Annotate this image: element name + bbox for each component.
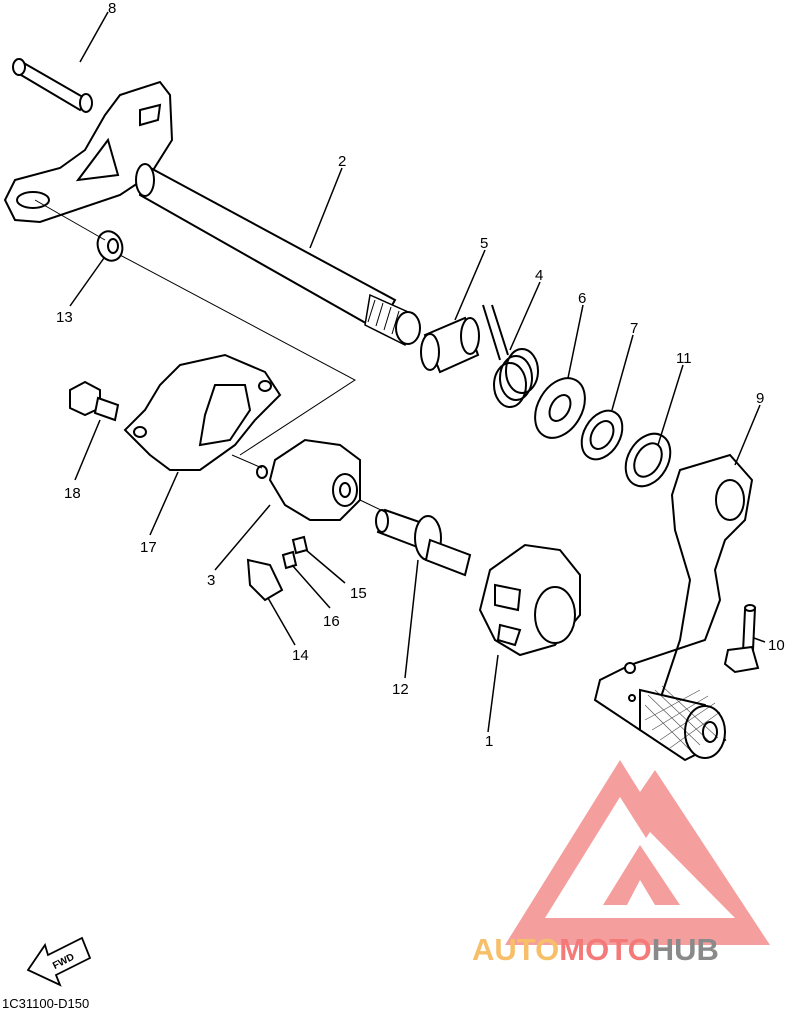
callout-9: 9 <box>756 390 764 407</box>
pedal-knurl <box>644 685 721 751</box>
watermark-auto: AUTO <box>472 932 559 967</box>
small-part-16 <box>281 550 298 570</box>
callout-14: 14 <box>292 647 309 664</box>
leader-lines <box>69 11 766 733</box>
washer-part-13 <box>96 230 124 262</box>
watermark-hub: HUB <box>652 932 719 967</box>
segment-part-3 <box>256 438 361 521</box>
watermark-moto: MOTO <box>559 932 651 967</box>
callout-2: 2 <box>338 153 346 170</box>
bolt-part-18 <box>69 380 120 422</box>
plate-part-17 <box>123 353 282 471</box>
alignment-lines <box>34 199 386 513</box>
bolt-part-12 <box>375 508 472 577</box>
callout-5: 5 <box>480 235 488 252</box>
callout-3: 3 <box>207 572 215 589</box>
bolt-part-10 <box>723 604 760 674</box>
callout-15: 15 <box>350 585 367 602</box>
watermark-logo <box>505 760 770 945</box>
callout-8: 8 <box>108 0 116 17</box>
callout-6: 6 <box>578 290 586 307</box>
washer-part-6 <box>534 377 586 439</box>
shift-pedal-part-9 <box>593 453 754 762</box>
callout-4: 4 <box>535 267 543 284</box>
collar-part-5 <box>420 316 480 374</box>
callout-10: 10 <box>768 637 785 654</box>
diagram-code: 1C31100-D150 <box>2 996 89 1011</box>
callout-16: 16 <box>323 613 340 630</box>
stopper-part-1 <box>478 543 581 657</box>
seal-part-7 <box>580 409 624 461</box>
spring-part-4 <box>482 304 539 408</box>
pin-part-8 <box>12 58 93 113</box>
shift-shaft-part-2 <box>3 80 421 347</box>
callout-18: 18 <box>64 485 81 502</box>
callout-12: 12 <box>392 681 409 698</box>
bearing-part-11 <box>624 432 672 488</box>
callout-7: 7 <box>630 320 638 337</box>
callout-13: 13 <box>56 309 73 326</box>
fwd-arrow-icon: FWD <box>26 936 92 987</box>
callout-1: 1 <box>485 733 493 750</box>
callout-17: 17 <box>140 539 157 556</box>
small-part-14 <box>246 558 284 602</box>
watermark-text: AUTOMOTOHUB <box>472 932 719 967</box>
small-part-15 <box>291 535 309 555</box>
callout-11: 11 <box>676 350 692 367</box>
callout-labels: 1 2 3 4 5 6 7 8 9 10 11 12 13 14 15 16 1… <box>56 0 785 750</box>
